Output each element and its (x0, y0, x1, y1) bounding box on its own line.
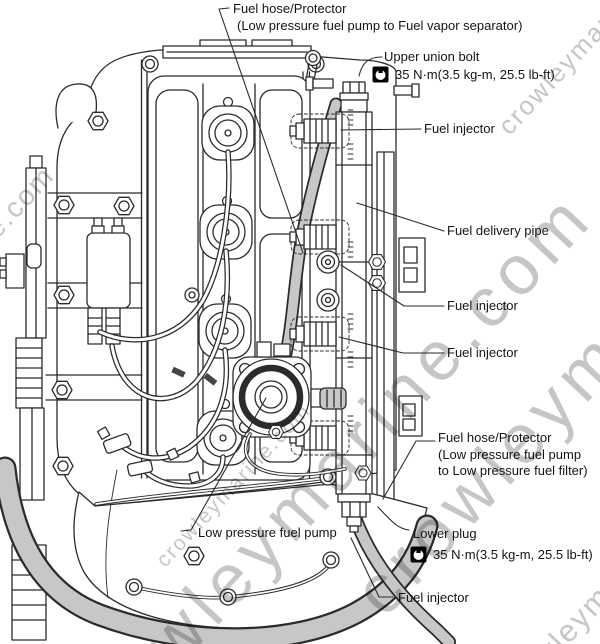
torque-spec-upper: 35 N·m(3.5 kg-m, 25.5 lb-ft) (372, 66, 555, 83)
torque-spec-lower: 35 N·m(3.5 kg-m, 25.5 lb-ft) (410, 546, 593, 563)
upper-union-bolt-part (339, 81, 369, 113)
torque-wrench-icon (410, 546, 427, 563)
label-fuel-injector-2: Fuel injector (447, 298, 518, 313)
rail-bracket (376, 151, 426, 523)
label-fuel-hose-protector-top: Fuel hose/Protector (Low pressure fuel p… (233, 1, 522, 34)
label-fuel-injector-4: Fuel injector (398, 590, 469, 605)
torque-wrench-icon (372, 66, 389, 83)
label-line: (Low pressure fuel pump to Fuel vapor se… (237, 17, 523, 33)
label-line: Fuel hose/Protector (233, 1, 347, 16)
label-lower-plug: Lower plug (413, 526, 477, 541)
lower-plug-part (337, 493, 371, 533)
fuel-delivery-pipe (335, 81, 387, 533)
label-fuel-hose-protector-bottom: Fuel hose/Protector (Low pressure fuel p… (438, 430, 588, 478)
label-fuel-injector-3: Fuel injector (447, 345, 518, 360)
label-fuel-injector-1: Fuel injector (424, 121, 495, 136)
label-low-pressure-fuel-pump: Low pressure fuel pump (198, 525, 337, 540)
eyelet-fitting (304, 49, 322, 67)
torque-value: 35 N·m(3.5 kg-m, 25.5 lb-ft) (433, 547, 593, 562)
wire-connector (0, 253, 25, 289)
label-fuel-delivery-pipe: Fuel delivery pipe (447, 223, 549, 238)
fuel-pump-part (232, 341, 347, 477)
label-upper-union-bolt: Upper union bolt (384, 49, 480, 64)
ignition-wires (96, 149, 232, 489)
leader-lines (180, 7, 445, 598)
cylinder-head-top-plate (141, 39, 420, 98)
torque-value: 35 N·m(3.5 kg-m, 25.5 lb-ft) (395, 67, 555, 82)
